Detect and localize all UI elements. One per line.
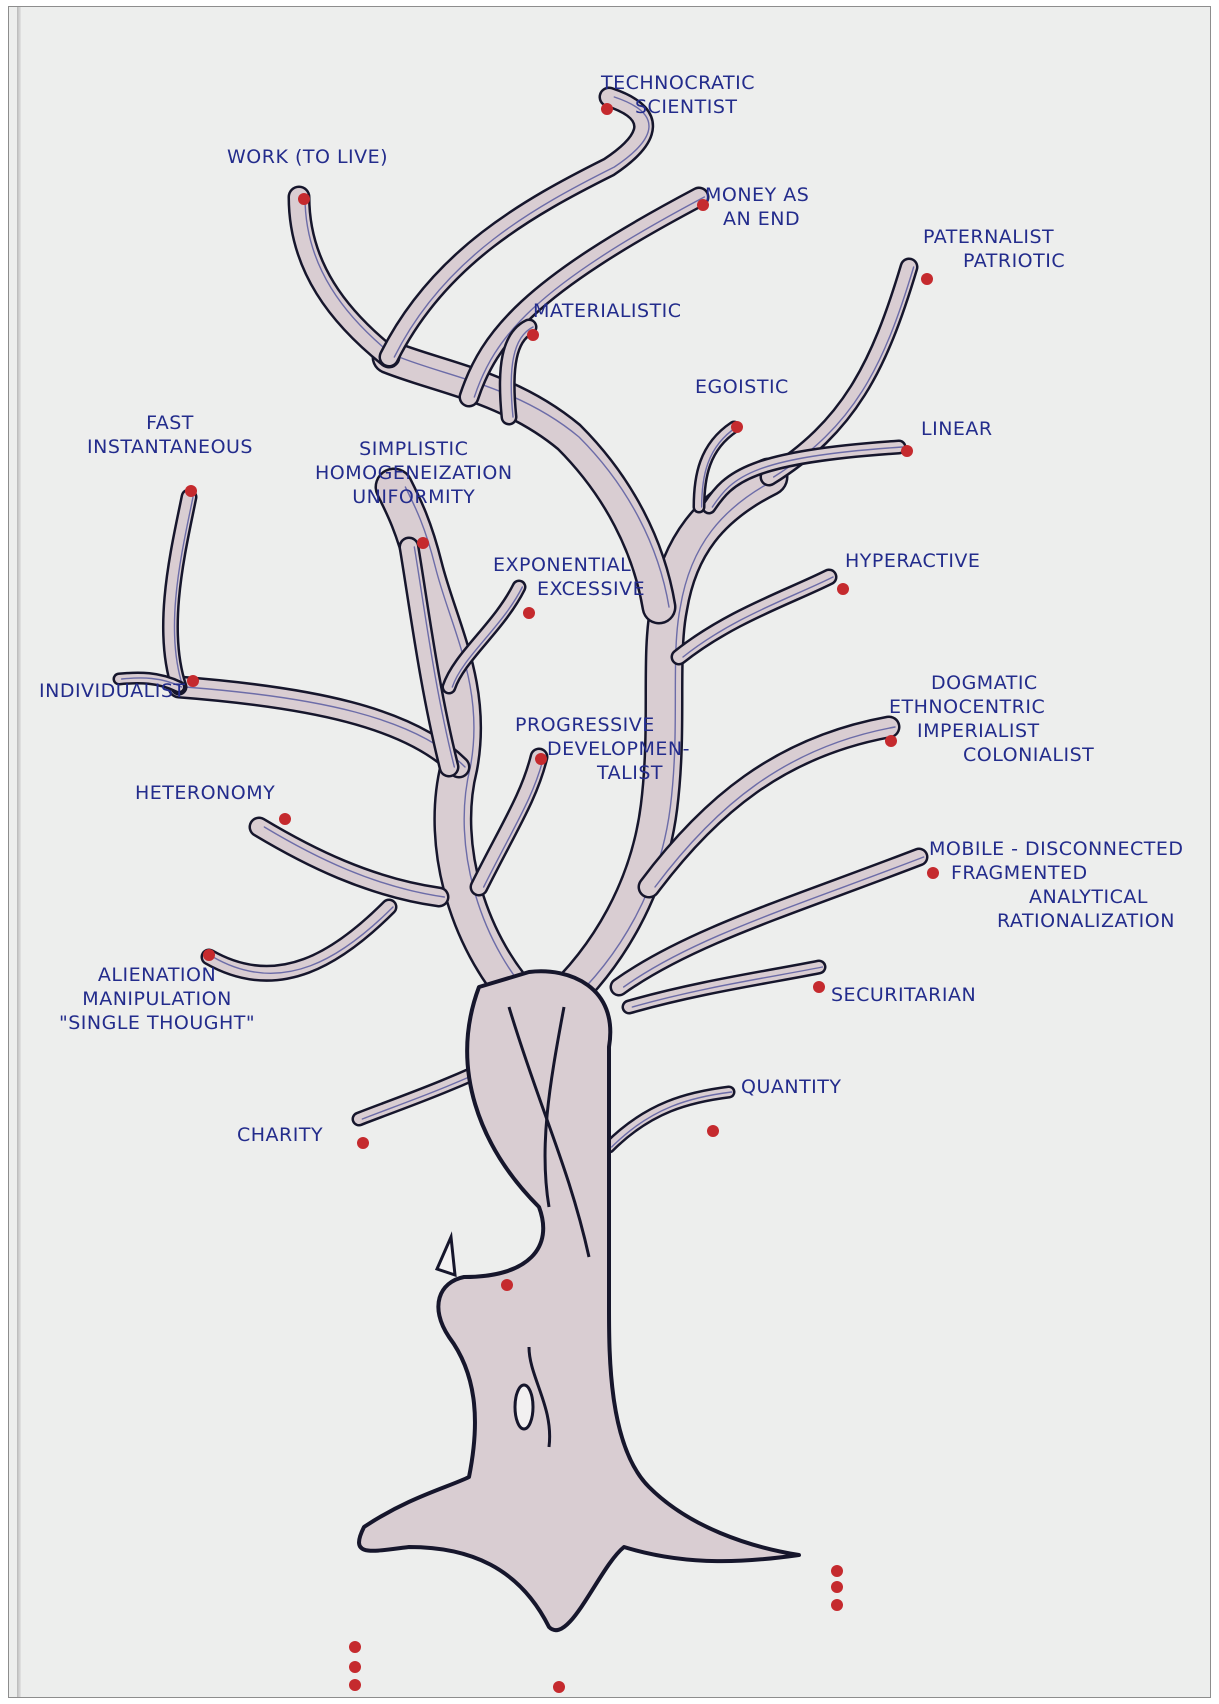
label-line: INDIVIDUALIST [39,679,186,703]
label-line: IMPERIALIST [889,719,1094,743]
label-line: PATERNALIST [923,225,1065,249]
leaf-dot [187,675,199,687]
paper-sheet: TECHNOCRATIC SCIENTIST WORK (TO LIVE) MO… [8,6,1211,1698]
label-dogmatic: DOGMATIC ETHNOCENTRIC IMPERIALIST COLONI… [889,671,1094,767]
label-line: MATERIALISTIC [533,299,682,323]
leaf-dot [417,537,429,549]
label-line: SCIENTIST [601,95,755,119]
label-line: HOMOGENEIZATION [315,461,513,485]
label-line: PROGRESSIVE [515,713,690,737]
label-line: EGOISTIC [695,375,789,399]
label-line: AN END [705,207,809,231]
label-progressive: PROGRESSIVE DEVELOPMEN- TALIST [515,713,690,785]
label-fast: FAST INSTANTANEOUS [87,411,253,459]
bird-eye [515,1385,533,1429]
branch-shading [655,727,895,887]
leaf-dot [837,583,849,595]
label-line: CHARITY [237,1123,323,1147]
label-heteronomy: HETERONOMY [135,781,275,805]
leaf-dot [921,273,933,285]
label-line: QUANTITY [741,1075,842,1099]
leaf-dot [731,421,743,433]
leaf-dot [527,329,539,341]
label-line: SECURITARIAN [831,983,976,1007]
leaf-dot [831,1565,843,1577]
label-quantity: QUANTITY [741,1075,842,1099]
branch-outline [609,1092,729,1147]
label-line: "SINGLE THOUGHT" [59,1011,255,1035]
leaf-dot [349,1661,361,1673]
leaf-dot [279,813,291,825]
label-line: INSTANTANEOUS [87,435,253,459]
label-charity: CHARITY [237,1123,323,1147]
leaf-dot [901,445,913,457]
leaf-dot [831,1599,843,1611]
label-line: HYPERACTIVE [845,549,980,573]
label-line: ALIENATION [59,963,255,987]
label-paternalist: PATERNALIST PATRIOTIC [923,225,1065,273]
leaf-dot [553,1681,565,1693]
leaf-dot [203,949,215,961]
leaf-dot [831,1581,843,1593]
label-line: SIMPLISTIC [315,437,513,461]
label-line: ETHNOCENTRIC [889,695,1094,719]
label-line: TECHNOCRATIC [601,71,755,95]
label-exponential: EXPONENTIAL EXCESSIVE [493,553,645,601]
label-line: FRAGMENTED [929,861,1183,885]
leaf-dot [501,1279,513,1291]
leaf-dot [349,1679,361,1691]
label-egoistic: EGOISTIC [695,375,789,399]
label-line: RATIONALIZATION [929,909,1183,933]
leaf-dot [813,981,825,993]
bird-beak [437,1237,455,1275]
leaf-dot [185,485,197,497]
label-money: MONEY AS AN END [705,183,809,231]
label-line: LINEAR [921,417,993,441]
label-line: MONEY AS [705,183,809,207]
label-work: WORK (TO LIVE) [227,145,388,169]
leaf-dot [357,1137,369,1149]
label-line: WORK (TO LIVE) [227,145,388,169]
label-line: EXCESSIVE [493,577,645,601]
label-line: COLONIALIST [889,743,1094,767]
label-mobile: MOBILE - DISCONNECTED FRAGMENTED ANALYTI… [929,837,1183,933]
label-simplistic: SIMPLISTIC HOMOGENEIZATION UNIFORMITY [315,437,513,509]
label-line: EXPONENTIAL [493,553,645,577]
label-line: FAST [87,411,253,435]
label-line: HETERONOMY [135,781,275,805]
label-hyperactive: HYPERACTIVE [845,549,980,573]
label-line: UNIFORMITY [315,485,513,509]
label-securitarian: SECURITARIAN [831,983,976,1007]
label-line: MANIPULATION [59,987,255,1011]
label-line: MOBILE - DISCONNECTED [929,837,1183,861]
label-materialistic: MATERIALISTIC [533,299,682,323]
label-linear: LINEAR [921,417,993,441]
label-line: TALIST [515,761,690,785]
label-line: PATRIOTIC [923,249,1065,273]
label-line: DEVELOPMEN- [515,737,690,761]
bird-trunk [359,971,799,1630]
label-alienation: ALIENATION MANIPULATION "SINGLE THOUGHT" [59,963,255,1035]
trunk-body [359,971,799,1630]
label-individualist: INDIVIDUALIST [39,679,186,703]
label-line: DOGMATIC [889,671,1094,695]
leaf-dot [707,1125,719,1137]
leaf-dot [298,193,310,205]
label-technocratic: TECHNOCRATIC SCIENTIST [601,71,755,119]
leaf-dot [523,607,535,619]
leaf-dot [349,1641,361,1653]
label-line: ANALYTICAL [929,885,1183,909]
